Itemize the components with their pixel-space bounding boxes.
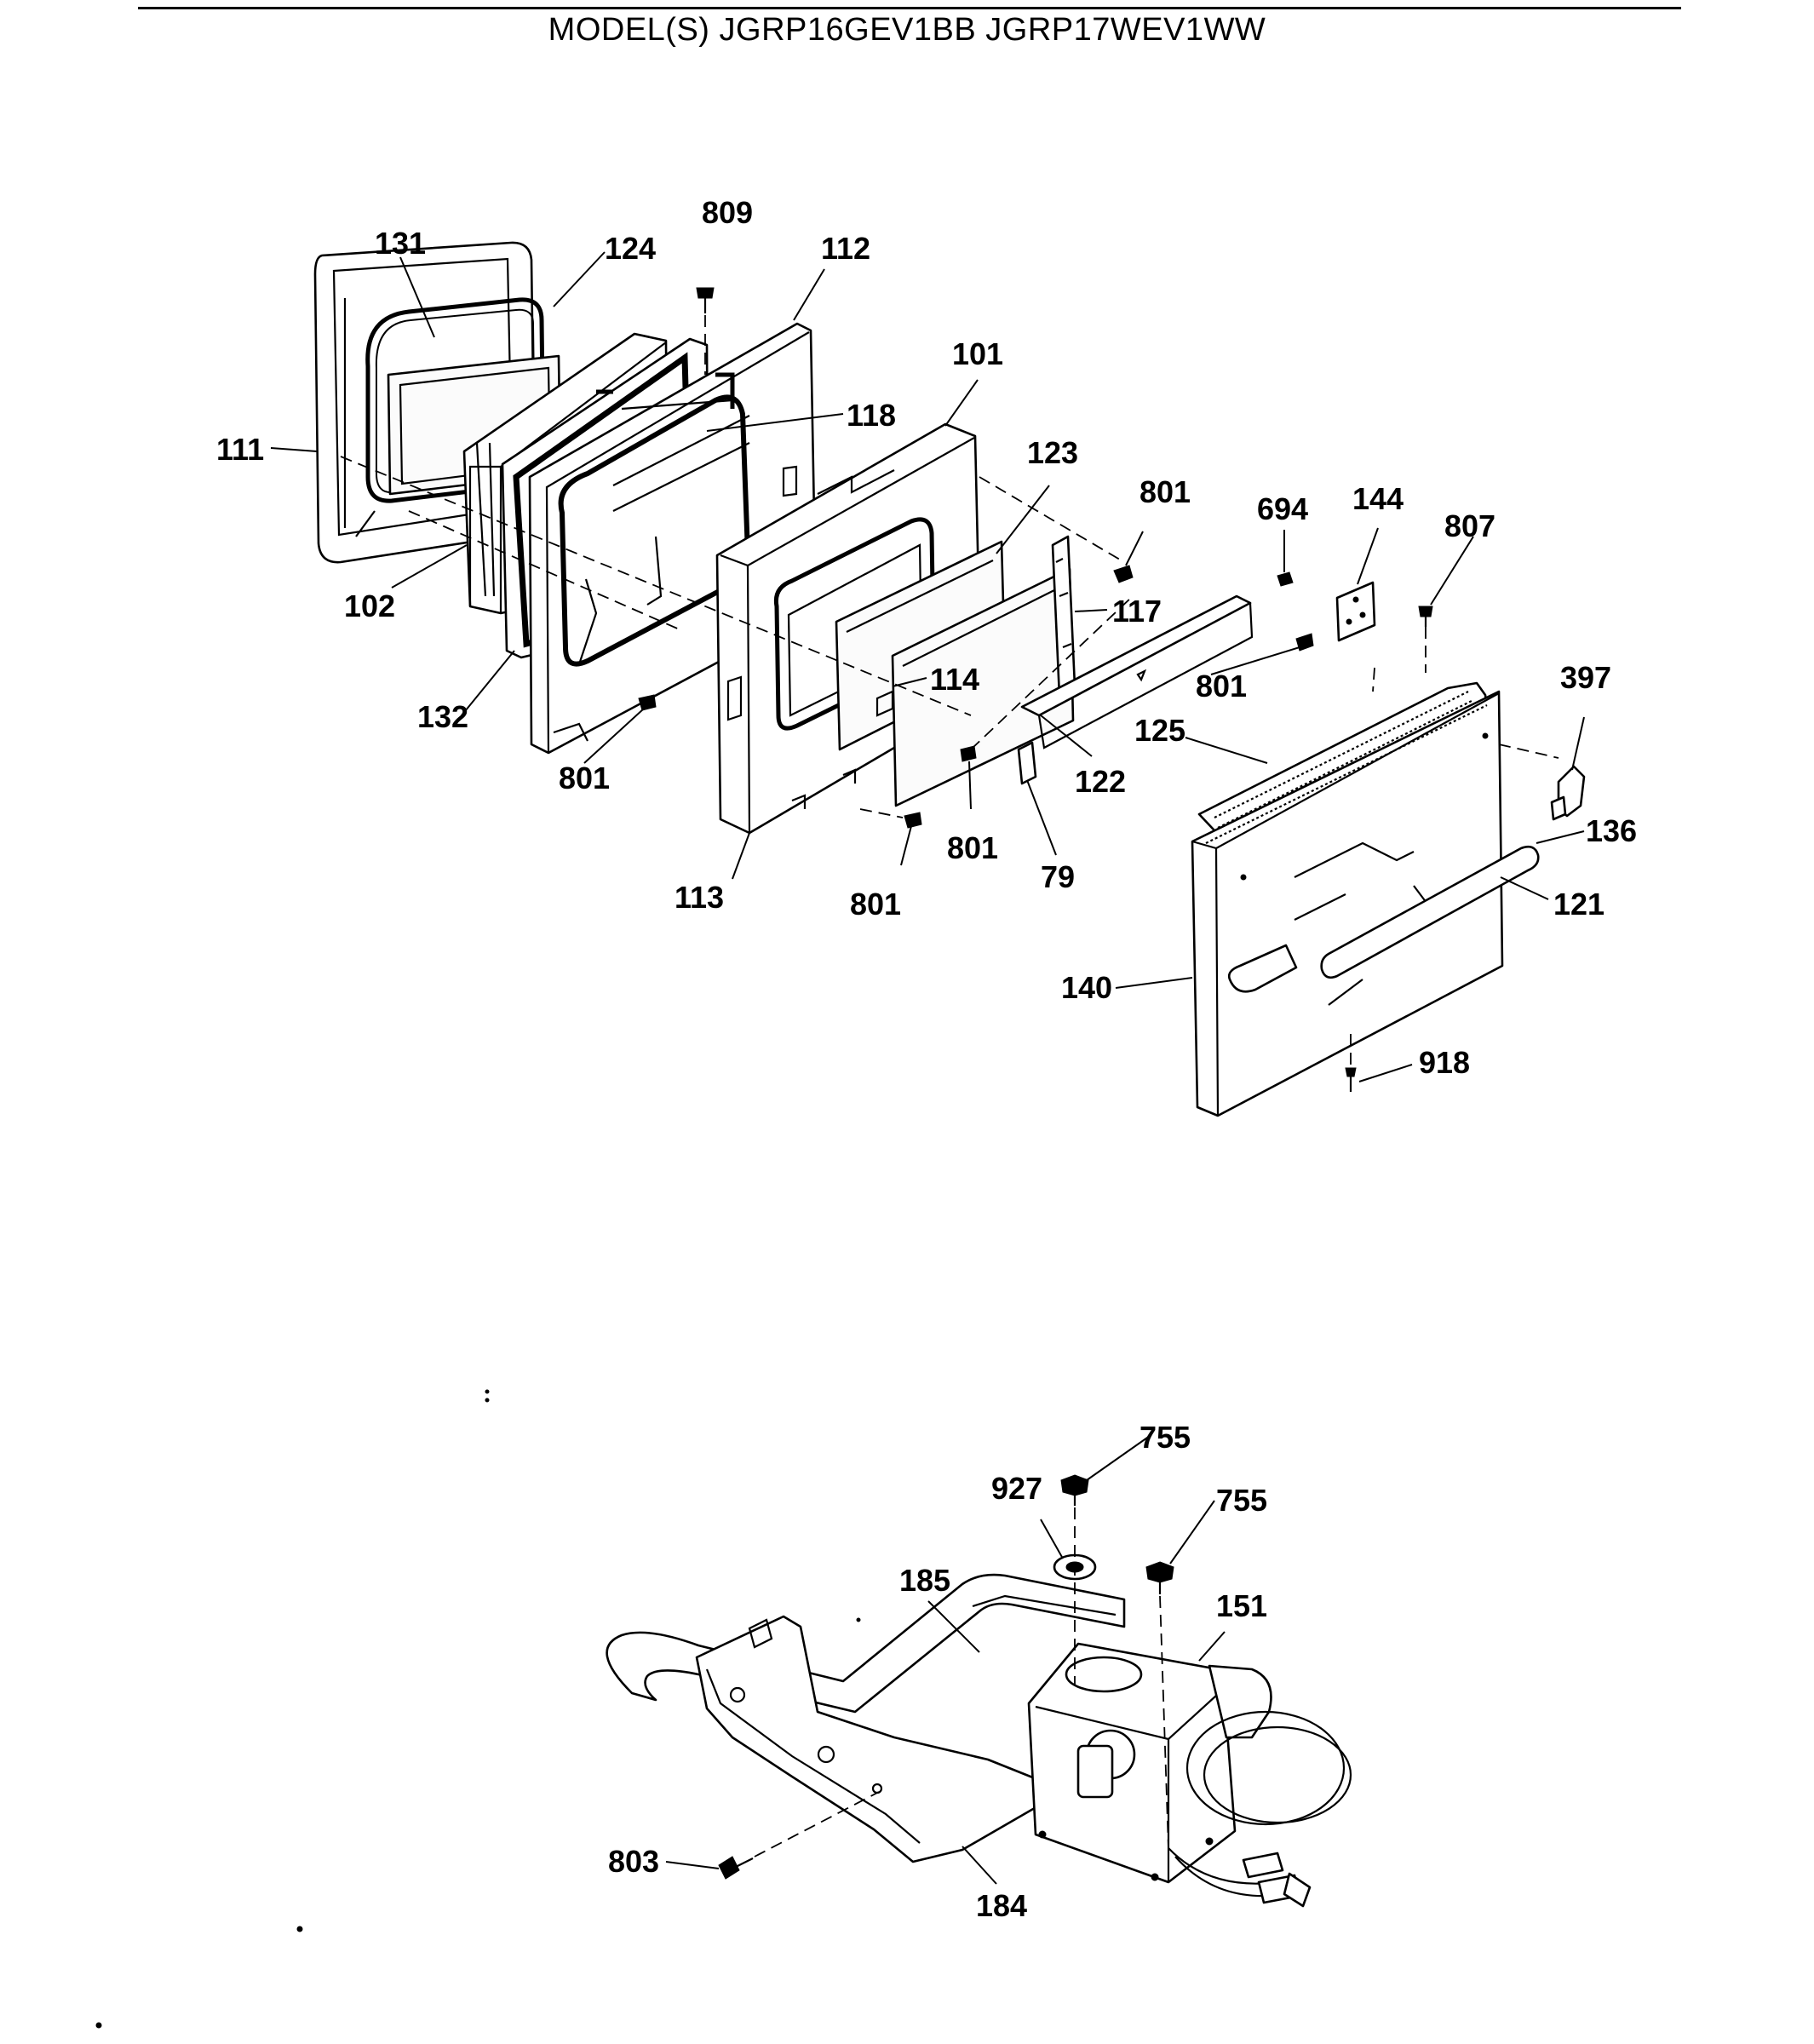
callout-397: 397 [1560,660,1611,695]
lever-bracket-184 [695,1615,1041,1863]
screw-801-d [960,745,977,762]
top-rule [138,7,1681,9]
callout-184: 184 [976,1888,1027,1923]
callout-803: 803 [608,1844,659,1879]
door-hinge-wire-118 [596,372,735,411]
door-front-121 [1191,690,1504,1117]
door-handle-136 [1227,765,1586,993]
callout-185: 185 [899,1563,950,1598]
callout-801-e: 801 [850,887,901,922]
callout-102: 102 [344,589,395,623]
screw-801-c [638,694,657,711]
bracket-79 [1017,741,1037,785]
callout-144: 144 [1352,481,1404,516]
screw-809 [696,287,715,313]
callout-755-b: 755 [1216,1483,1267,1518]
gasket-131 [365,297,546,503]
drive-assembly [606,1474,1352,1908]
callout-124: 124 [605,231,656,266]
callout-117: 117 [1112,594,1162,629]
vent-baffle-122 [1020,594,1254,749]
callout-801-b: 801 [1196,669,1247,703]
callout-927: 927 [991,1471,1042,1506]
callout-101: 101 [952,336,1003,371]
callout-121: 121 [1553,887,1604,922]
callout-79: 79 [1041,859,1075,894]
callout-122: 122 [1075,764,1126,799]
screw-755-b [1145,1561,1174,1594]
callout-801-d: 801 [947,830,998,865]
screw-755-a [1060,1474,1089,1506]
callout-125: 125 [1134,713,1185,748]
callout-131: 131 [375,226,426,261]
callout-918: 918 [1419,1045,1470,1080]
callout-111: 111 [216,432,264,467]
callout-807: 807 [1444,508,1495,543]
window-glass-114 [875,567,1075,807]
callout-755-a: 755 [1139,1420,1191,1455]
screw-918 [1345,1067,1357,1092]
callout-801-c: 801 [559,761,610,795]
callout-151: 151 [1216,1588,1267,1623]
callout-809: 809 [702,195,753,230]
screw-801-b [1295,633,1314,652]
screw-694 [1277,571,1294,587]
screw-801-a [1113,565,1134,583]
callout-118: 118 [847,398,896,433]
screw-807 [1418,606,1433,627]
switch-bracket-144 [1335,581,1376,642]
callout-140: 140 [1061,970,1112,1005]
callout-114: 114 [930,662,979,697]
callout-123: 123 [1027,435,1078,470]
scan-specks [95,1389,861,2029]
callout-112: 112 [821,231,870,266]
motor-151 [1027,1642,1352,1908]
callout-801-a: 801 [1139,474,1191,509]
callout-136: 136 [1586,813,1637,848]
page-title: MODEL(S) JGRP16GEV1BB JGRP17WEV1WW [548,12,1266,48]
callout-132: 132 [417,699,468,734]
callout-labels: 131 124 809 112 101 118 111 123 801 694 … [216,195,1637,1923]
callout-113: 113 [675,880,724,915]
door-assembly [313,241,1586,1117]
screw-803 [718,1856,754,1880]
leader-lines [270,251,1585,1885]
screw-801-e [904,812,922,829]
callout-694: 694 [1257,491,1308,526]
